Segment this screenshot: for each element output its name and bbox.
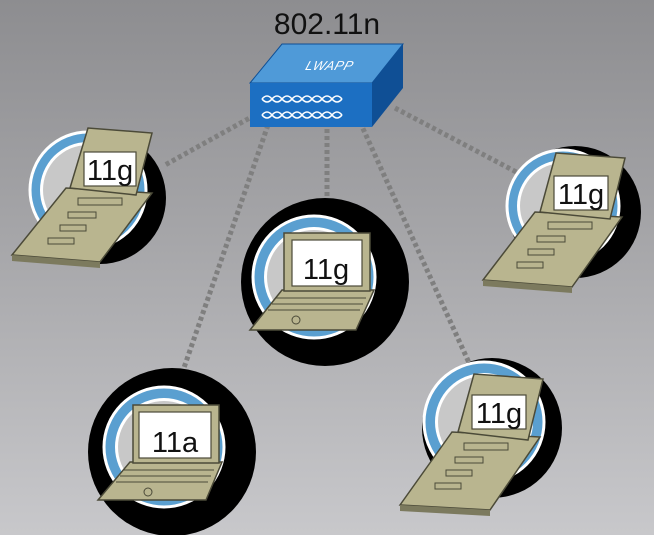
link-left bbox=[163, 112, 257, 168]
laptop-screen bbox=[291, 239, 363, 287]
laptop-base-edge bbox=[483, 280, 572, 293]
link-right bbox=[393, 105, 524, 178]
ap-front-face bbox=[250, 83, 372, 127]
laptop-base-edge bbox=[12, 255, 100, 268]
client-band-label: 11g bbox=[303, 254, 349, 286]
laptop-screen bbox=[83, 151, 137, 187]
laptop-base bbox=[96, 461, 224, 501]
laptop-trackpad bbox=[143, 487, 153, 497]
client-band-label: 11g bbox=[476, 398, 522, 430]
client-band-label: 11a bbox=[152, 427, 199, 459]
laptop-keys bbox=[116, 469, 214, 483]
laptop-keys bbox=[268, 297, 366, 311]
client-laptop-5: 11g bbox=[398, 358, 562, 516]
laptop-keys bbox=[47, 197, 123, 245]
link-bottom-right bbox=[357, 120, 473, 367]
link-bottom-left bbox=[175, 124, 271, 386]
laptop-keys bbox=[434, 442, 509, 490]
wireless-links bbox=[163, 105, 524, 386]
client-laptop-4: 11a bbox=[88, 368, 256, 535]
client-laptop-2: 11g bbox=[241, 198, 409, 366]
client-band-label: 11g bbox=[87, 155, 133, 187]
ap-antenna-pattern bbox=[261, 95, 343, 119]
laptop-keys bbox=[516, 221, 593, 269]
laptop-screen bbox=[553, 175, 609, 211]
ap-label: LWAPP bbox=[304, 58, 356, 73]
laptop-screen bbox=[471, 394, 527, 430]
ap-side-face bbox=[372, 44, 403, 127]
laptop-trackpad bbox=[291, 315, 301, 325]
laptop-screen bbox=[138, 411, 212, 459]
access-point: LWAPP bbox=[248, 43, 405, 127]
client-laptop-1: 11g bbox=[10, 127, 166, 268]
client-band-label: 11g bbox=[558, 179, 604, 211]
laptop-base-edge bbox=[400, 505, 490, 516]
client-laptop-3: 11g bbox=[481, 146, 641, 293]
diagram-title: 802.11n bbox=[273, 8, 381, 41]
